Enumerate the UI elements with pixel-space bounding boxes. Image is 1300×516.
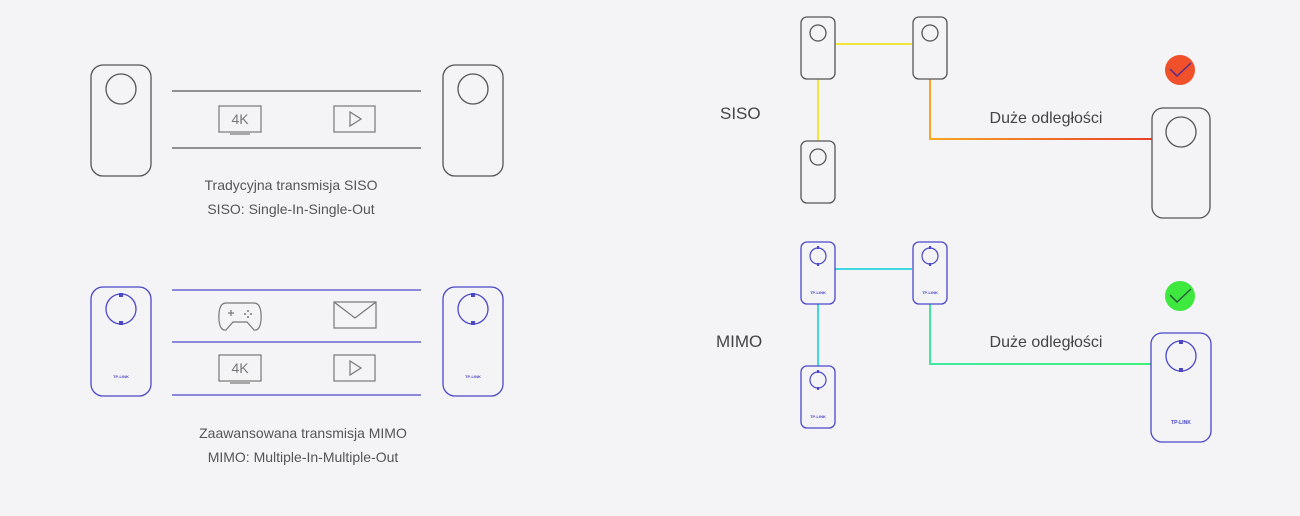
siso-adapter-far xyxy=(1151,107,1211,219)
siso-right-adapter xyxy=(442,64,504,177)
mimo-far-brand: TP-LINK xyxy=(1171,420,1191,426)
siso-caption-line1: Tradycyjna transmisja SISO xyxy=(205,177,378,193)
play-icon xyxy=(333,105,376,133)
mimo-network: MIMO TP-LINK TP-LINK TP-LINK xyxy=(716,241,1212,443)
siso-adapter-3 xyxy=(800,140,836,204)
siso-left-adapter xyxy=(90,64,152,177)
mimo-adapter-1-brand: TP-LINK xyxy=(810,290,826,295)
gamepad-icon xyxy=(218,302,262,331)
siso-4k-label: 4K xyxy=(231,111,249,127)
mimo-right-adapter: TP-LINK xyxy=(442,286,504,397)
mimo-adapter-far: TP-LINK xyxy=(1150,332,1212,443)
siso-adapter-1 xyxy=(800,16,836,80)
siso-distance-label: Duże odległości xyxy=(990,110,1103,127)
mimo-adapter-3: TP-LINK xyxy=(800,365,836,429)
siso-link-long-distance xyxy=(929,79,1152,140)
mail-icon xyxy=(333,301,377,329)
mimo-caption-line1: Zaawansowana transmisja MIMO xyxy=(199,425,407,441)
mimo-adapter-2-brand: TP-LINK xyxy=(922,290,938,295)
check-icon xyxy=(1165,281,1195,311)
4k-tv-icon: 4K xyxy=(218,105,262,135)
mimo-4k-label: 4K xyxy=(231,360,249,376)
mimo-adapter-3-brand: TP-LINK xyxy=(810,414,826,419)
siso-adapter-2 xyxy=(912,16,948,80)
mimo-left-adapter: TP-LINK xyxy=(90,286,152,397)
siso-illustration: 4K Tradycyjna transmisja SISO SISO: Sing… xyxy=(90,64,504,217)
siso-network: SISO Duże odległości xyxy=(720,16,1211,219)
mimo-distance-label: Duże odległości xyxy=(990,334,1103,351)
mimo-label: MIMO xyxy=(716,332,762,351)
mimo-caption-line2: MIMO: Multiple-In-Multiple-Out xyxy=(208,449,399,465)
siso-label: SISO xyxy=(720,104,761,123)
mimo-adapter-1: TP-LINK xyxy=(800,241,836,305)
mimo-adapter-2: TP-LINK xyxy=(912,241,948,305)
mimo-right-brand: TP-LINK xyxy=(465,374,481,379)
play-icon xyxy=(333,354,376,382)
4k-tv-icon: 4K xyxy=(218,354,262,384)
mimo-illustration: TP-LINK TP-LINK 4K xyxy=(90,286,504,465)
siso-caption-line2: SISO: Single-In-Single-Out xyxy=(207,201,374,217)
mimo-left-brand: TP-LINK xyxy=(113,374,129,379)
check-icon xyxy=(1165,55,1195,85)
